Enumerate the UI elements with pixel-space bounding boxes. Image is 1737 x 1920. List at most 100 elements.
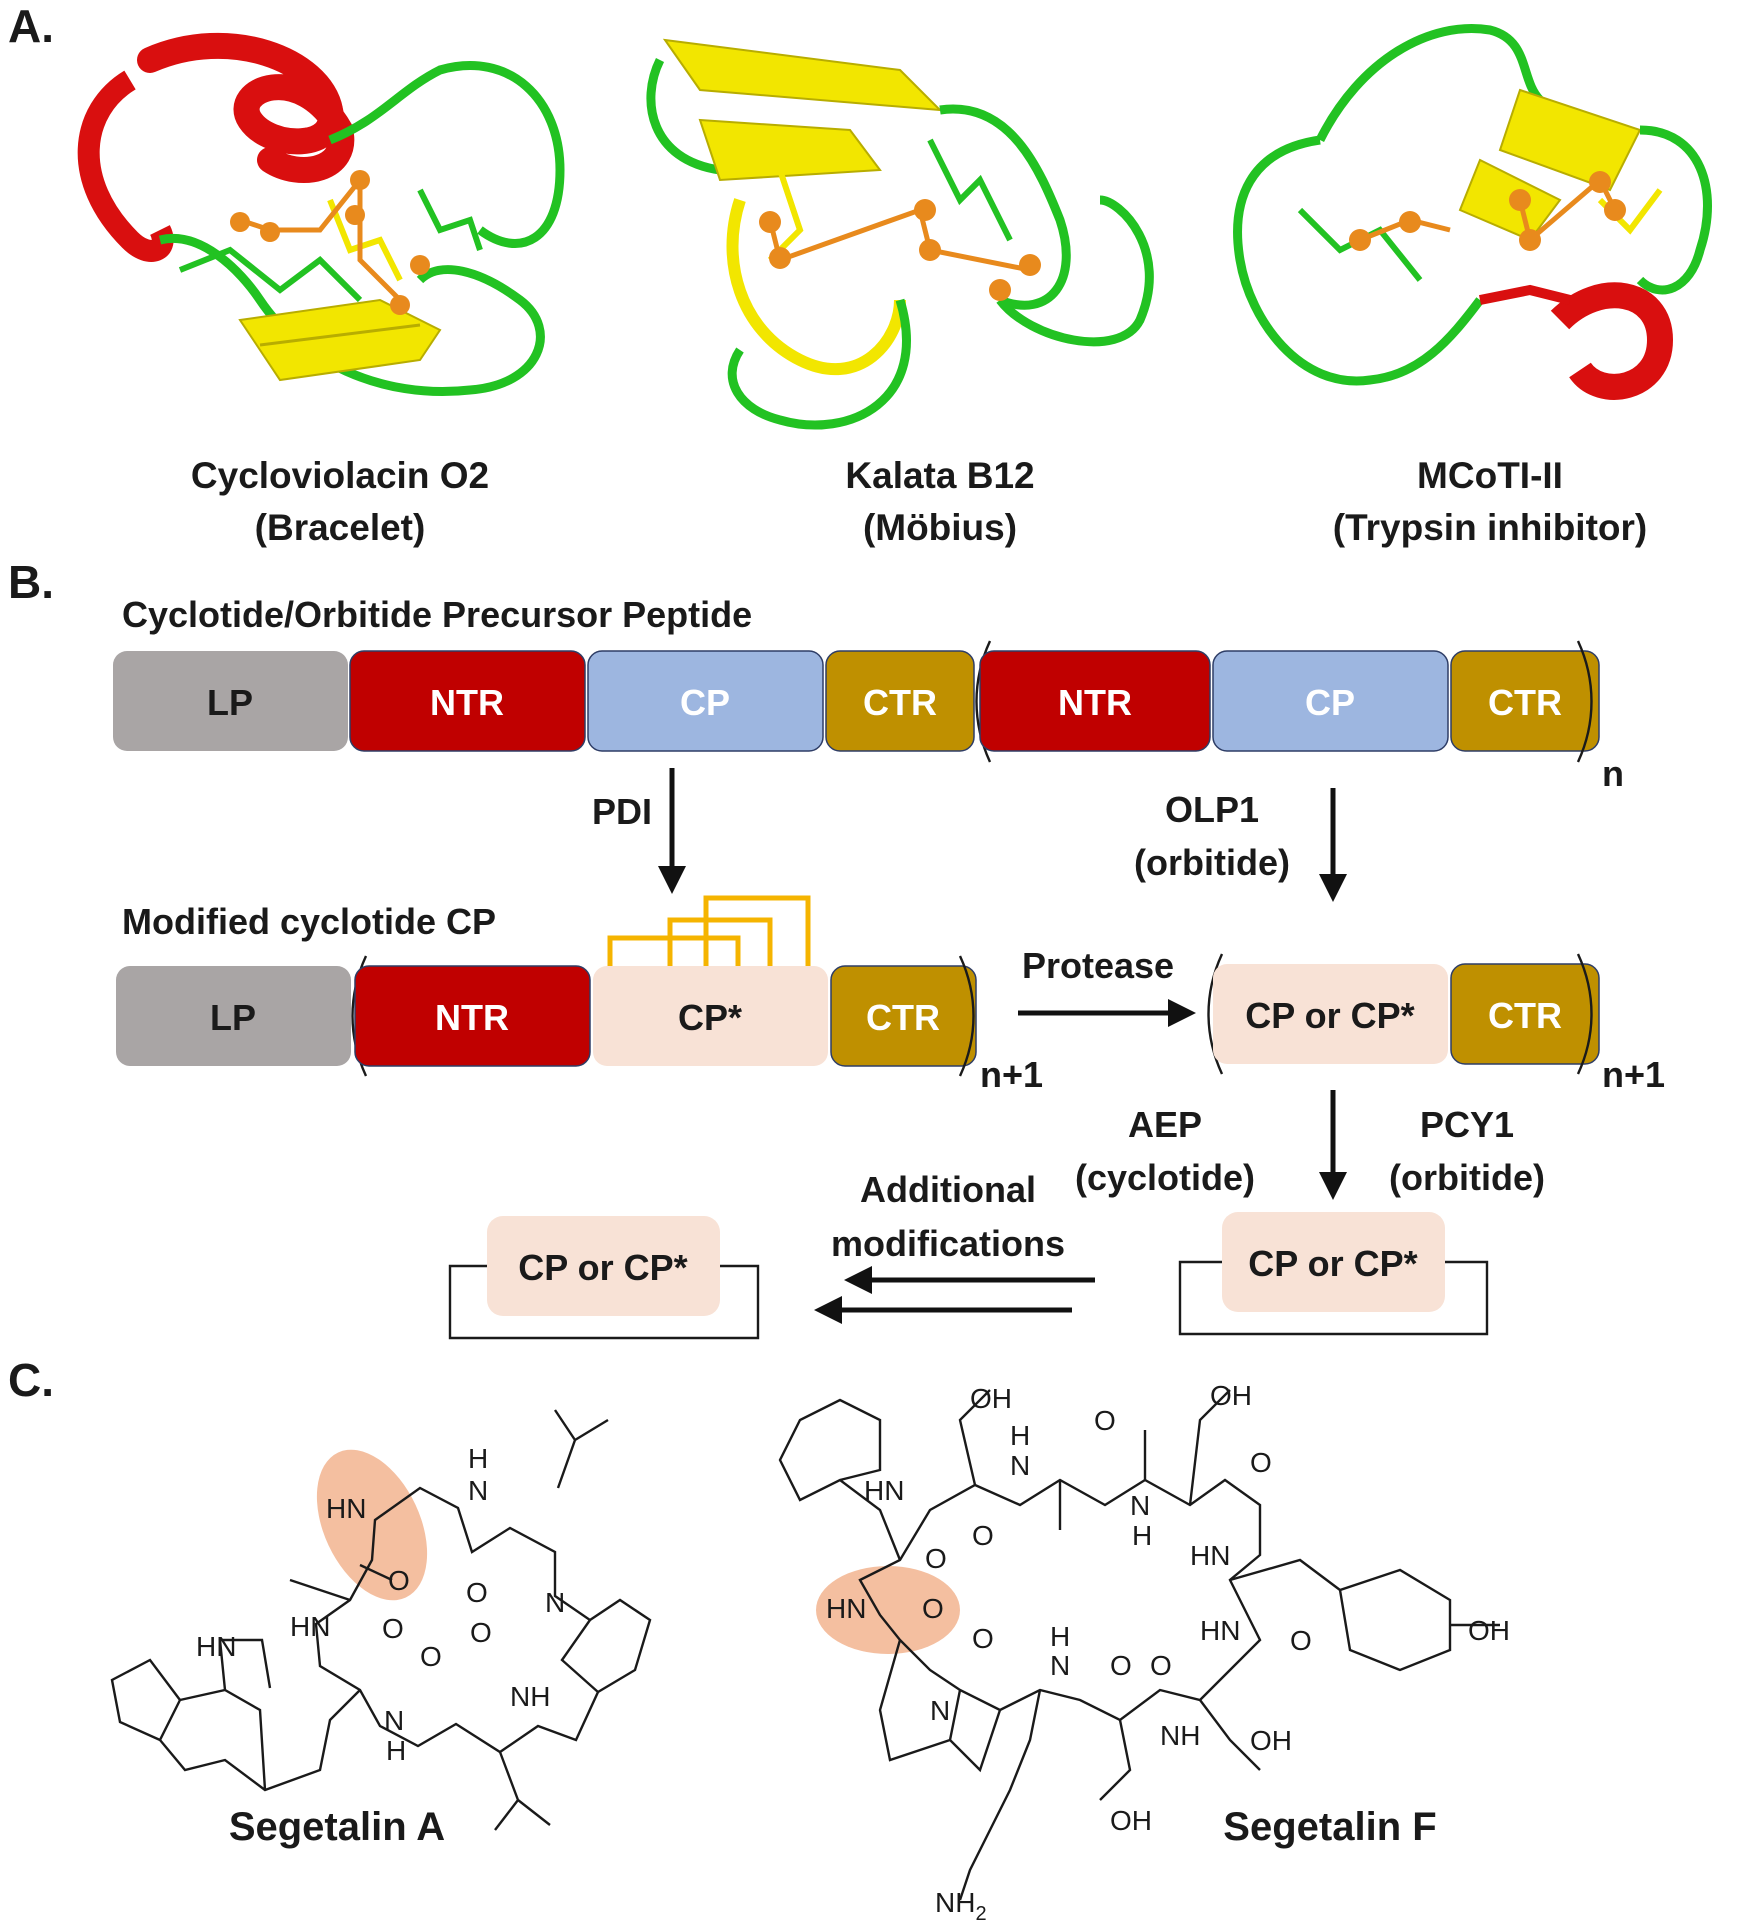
caption-cycloviolacin-name: Cycloviolacin O2 [191, 455, 489, 496]
final-cp-box [487, 1216, 720, 1316]
modified-title: Modified cyclotide CP [122, 901, 496, 942]
repeat-ctr-label: CTR [1488, 682, 1562, 723]
repeat-ctr-box [1450, 650, 1600, 752]
caption-cycloviolacin-type: (Bracelet) [255, 507, 426, 548]
olp1-label-line2: (orbitide) [1134, 842, 1290, 883]
precursor-ntr-label: NTR [430, 682, 504, 723]
seg-a-hn-1: HN [326, 1493, 366, 1524]
cleaved-cp-box [1213, 964, 1448, 1064]
cyclic-backbone-right [1178, 1260, 1489, 1336]
seg-f-h-2: H [1132, 1520, 1152, 1551]
pdi-arrow-head [658, 866, 686, 894]
seg-a-n-2: N [545, 1587, 565, 1618]
seg-f-o-9: O [1150, 1650, 1172, 1681]
cleaved-cp-label: CP or CP* [1245, 995, 1414, 1036]
final-backbone [448, 1264, 760, 1340]
seg-a-n-1: N [468, 1475, 488, 1506]
seg-a-h-2: H [386, 1735, 406, 1766]
cleaved-ctr-box [1450, 963, 1600, 1065]
caption-mcoti-name: MCoTI-II [1417, 455, 1563, 496]
mod-arrow-1-head [844, 1266, 872, 1294]
segetalin-a-highlight [316, 1449, 428, 1601]
seg-a-o-2: O [466, 1577, 488, 1608]
cleaved-row: CP or CP* CTR n+1 [1207, 953, 1665, 1095]
modified-cp-star-box [593, 966, 828, 1066]
repeat-bracket-right [1576, 640, 1593, 763]
segetalin-f-highlight [816, 1566, 960, 1654]
seg-f-hn-1: HN [864, 1475, 904, 1506]
final-cp-label: CP or CP* [518, 1247, 687, 1288]
seg-f-nh-1: NH [1160, 1720, 1200, 1751]
seg-f-o-8: O [1110, 1650, 1132, 1681]
segetalin-a-label: Segetalin A [229, 1805, 445, 1849]
cleaved-bracket-right [1576, 953, 1593, 1075]
aep-label-line2: (cyclotide) [1075, 1157, 1255, 1198]
seg-a-hn-3: HN [196, 1631, 236, 1662]
caption-mcoti-type: (Trypsin inhibitor) [1333, 507, 1647, 548]
modified-lp-label: LP [210, 997, 256, 1038]
seg-f-hn-2: HN [1190, 1540, 1230, 1571]
seg-f-o-6: O [1290, 1625, 1312, 1656]
cyclic-product: CP or CP* [1178, 1212, 1489, 1336]
additional-label-line2: modifications [831, 1223, 1065, 1264]
protease-arrow-head [1168, 999, 1196, 1027]
precursor-cp-label: CP [680, 682, 730, 723]
precursor-cp-box [587, 650, 824, 752]
cleaved-n1-label: n+1 [1602, 1054, 1665, 1095]
precursor-row: LP NTR CP CTR NTR CP CTR n [113, 640, 1624, 794]
seg-f-oh-4: OH [1250, 1725, 1292, 1756]
precursor-lp-label: LP [207, 682, 253, 723]
seg-f-n-1: N [1010, 1450, 1030, 1481]
seg-f-n-4: N [930, 1695, 950, 1726]
disulfide-bridges [607, 895, 811, 966]
modified-ctr-box [830, 965, 977, 1067]
seg-f-o-7: O [972, 1623, 994, 1654]
seg-a-o-4: O [470, 1617, 492, 1648]
modified-ntr-label: NTR [435, 997, 509, 1038]
modified-row: LP NTR CP* CTR n+1 [116, 895, 1043, 1095]
seg-f-nh2: NH2 [935, 1887, 987, 1920]
seg-f-o-5: O [922, 1593, 944, 1624]
caption-kalata-name: Kalata B12 [845, 455, 1034, 496]
protease-label: Protease [1022, 945, 1174, 986]
precursor-ctr-label: CTR [863, 682, 937, 723]
precursor-ctr-box [825, 650, 975, 752]
aep-arrow-head [1319, 1172, 1347, 1200]
seg-a-o-5: O [420, 1641, 442, 1672]
additional-label-line1: Additional [860, 1169, 1036, 1210]
structure-segetalin-a: HN O H N O N HN O O O NH N H HN [110, 1409, 652, 1831]
seg-f-o-4: O [925, 1543, 947, 1574]
cleaved-ctr-label: CTR [1488, 995, 1562, 1036]
modified-ntr-box [354, 965, 591, 1067]
seg-f-h-1: H [1010, 1420, 1030, 1451]
panel-b-letter: B. [8, 556, 54, 608]
pcy1-label-line1: PCY1 [1420, 1104, 1514, 1145]
panel-c-letter: C. [8, 1354, 54, 1406]
repeat-cp-label: CP [1305, 682, 1355, 723]
seg-f-oh-2: OH [1210, 1380, 1252, 1411]
seg-a-o-3: O [382, 1613, 404, 1644]
structure-segetalin-f: OH OH H N O HN N H O O HN O OH HN O HN O… [778, 1380, 1510, 1920]
final-product: CP or CP* [448, 1216, 760, 1340]
seg-f-hn-3: HN [826, 1593, 866, 1624]
modified-ctr-label: CTR [866, 997, 940, 1038]
precursor-ntr-box [349, 650, 586, 752]
modified-cp-star-label: CP* [678, 997, 742, 1038]
pdi-label: PDI [592, 791, 652, 832]
seg-a-nh-1: NH [510, 1681, 550, 1712]
caption-kalata-type: (Möbius) [863, 507, 1017, 548]
seg-f-n-3: N [1050, 1650, 1070, 1681]
seg-f-oh-5: OH [1110, 1805, 1152, 1836]
seg-f-oh-3: OH [1468, 1615, 1510, 1646]
structure-kalata-b12 [646, 38, 1154, 430]
modified-lp-box [116, 966, 351, 1066]
seg-f-o-1: O [1094, 1405, 1116, 1436]
cleaved-bracket-left [1207, 953, 1224, 1075]
olp1-arrow-head [1319, 874, 1347, 902]
pcy1-label-line2: (orbitide) [1389, 1157, 1545, 1198]
aep-label-line1: AEP [1128, 1104, 1202, 1145]
repeat-n-label: n [1602, 753, 1624, 794]
precursor-lp-box [113, 651, 348, 751]
seg-f-o-3: O [972, 1520, 994, 1551]
olp1-label-line1: OLP1 [1165, 789, 1259, 830]
